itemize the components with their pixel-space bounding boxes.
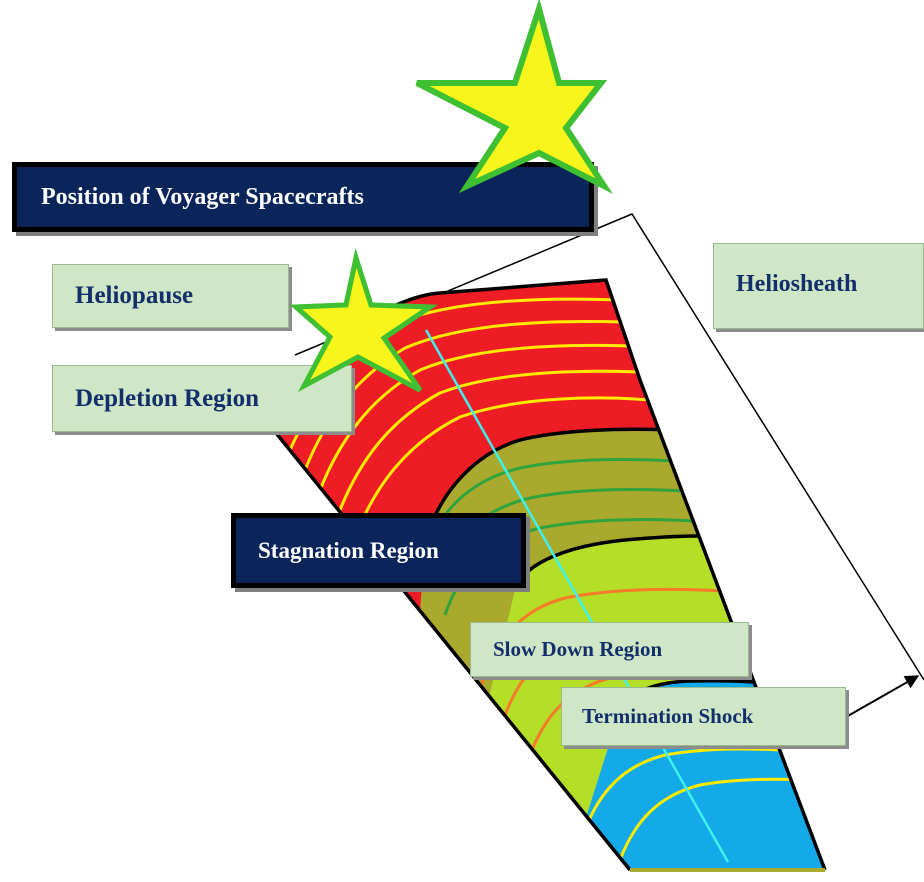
stagnation-region-text: Stagnation Region: [258, 537, 439, 563]
heliopause-text: Heliopause: [75, 282, 194, 309]
slow-down-region-text: Slow Down Region: [493, 637, 663, 661]
voyager-position-label: Position of Voyager Spacecrafts: [12, 162, 594, 232]
stagnation-region-label: Stagnation Region: [231, 513, 526, 588]
large-star-icon: [415, 0, 613, 194]
arrow-icon: [845, 675, 920, 718]
depletion-region-text: Depletion Region: [75, 384, 260, 412]
termination-shock-text: Termination Shock: [582, 704, 754, 728]
voyager-position-text: Position of Voyager Spacecrafts: [41, 183, 364, 210]
heliosheath-label: Heliosheath: [713, 243, 924, 329]
wedge-left-edge: [274, 431, 632, 872]
star-overlay: [415, 0, 613, 194]
depletion-region-label: Depletion Region: [52, 365, 352, 432]
heliopause-label: Heliopause: [52, 264, 289, 328]
heliosheath-text: Heliosheath: [736, 271, 858, 297]
voyager-path-line: [424, 329, 730, 863]
termination-shock-label: Termination Shock: [561, 687, 846, 746]
slow-down-region-label: Slow Down Region: [470, 622, 749, 677]
